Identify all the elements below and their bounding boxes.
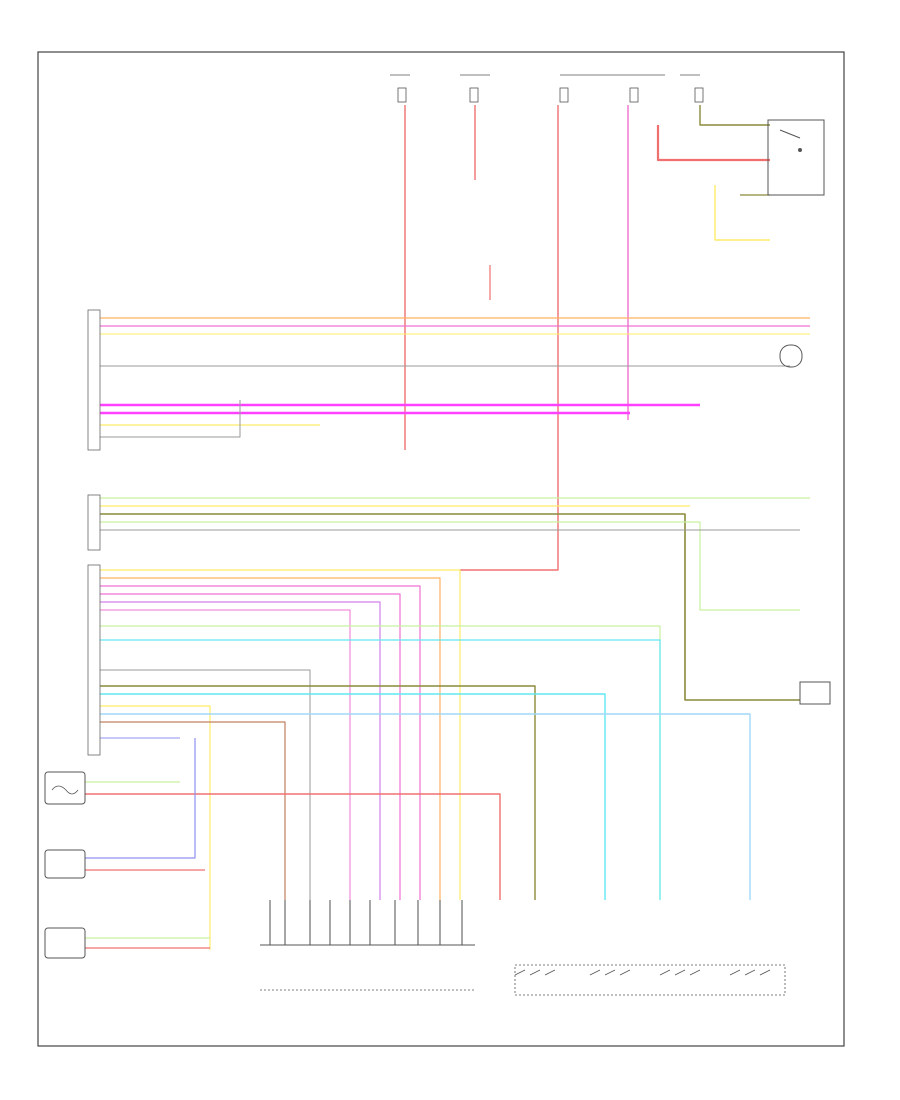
wire-sensor1-b xyxy=(85,793,501,900)
wire-sensor2-a xyxy=(85,738,196,859)
wire-yellow-v1 xyxy=(100,569,461,900)
diagram-frame xyxy=(37,51,845,1047)
wire-group xyxy=(85,105,810,950)
sensor-box-2 xyxy=(44,849,86,879)
wire-pink-v1 xyxy=(100,585,421,900)
overdrive-switch xyxy=(799,681,831,705)
transmission-harness xyxy=(260,944,475,991)
wire-olive-long xyxy=(100,513,800,701)
wire-ltblue-v1 xyxy=(100,713,751,900)
wire-pink-v3 xyxy=(100,609,351,900)
wire-cyan-v2 xyxy=(100,693,606,900)
relay-box xyxy=(767,119,825,196)
digital-range-switch xyxy=(514,964,786,996)
wire-olive-v1 xyxy=(100,685,536,900)
wire-brown-v1 xyxy=(100,721,286,900)
wire-yellow-relay xyxy=(714,185,770,241)
pcm-connector-upper xyxy=(87,309,101,756)
wire-orange-v1 xyxy=(100,577,441,900)
wire-ltgreen-h2 xyxy=(100,521,800,611)
sensor-box-3 xyxy=(44,927,86,959)
fuse-row xyxy=(390,74,704,103)
wire-red-relay xyxy=(656,125,770,162)
wire-cyan-v1 xyxy=(100,639,661,900)
wire-pink-v2 xyxy=(100,593,401,900)
wire-olive-relay xyxy=(699,105,770,126)
wheel-speed-sensor xyxy=(779,344,803,368)
wire-gray-h2 xyxy=(100,400,241,438)
sensor-box-1 xyxy=(44,771,86,805)
wire-yellow-v2 xyxy=(100,705,211,950)
wire-red-feed-3 xyxy=(460,105,559,571)
wire-gray-v1 xyxy=(100,669,311,900)
wire-purple-v1 xyxy=(100,601,381,900)
